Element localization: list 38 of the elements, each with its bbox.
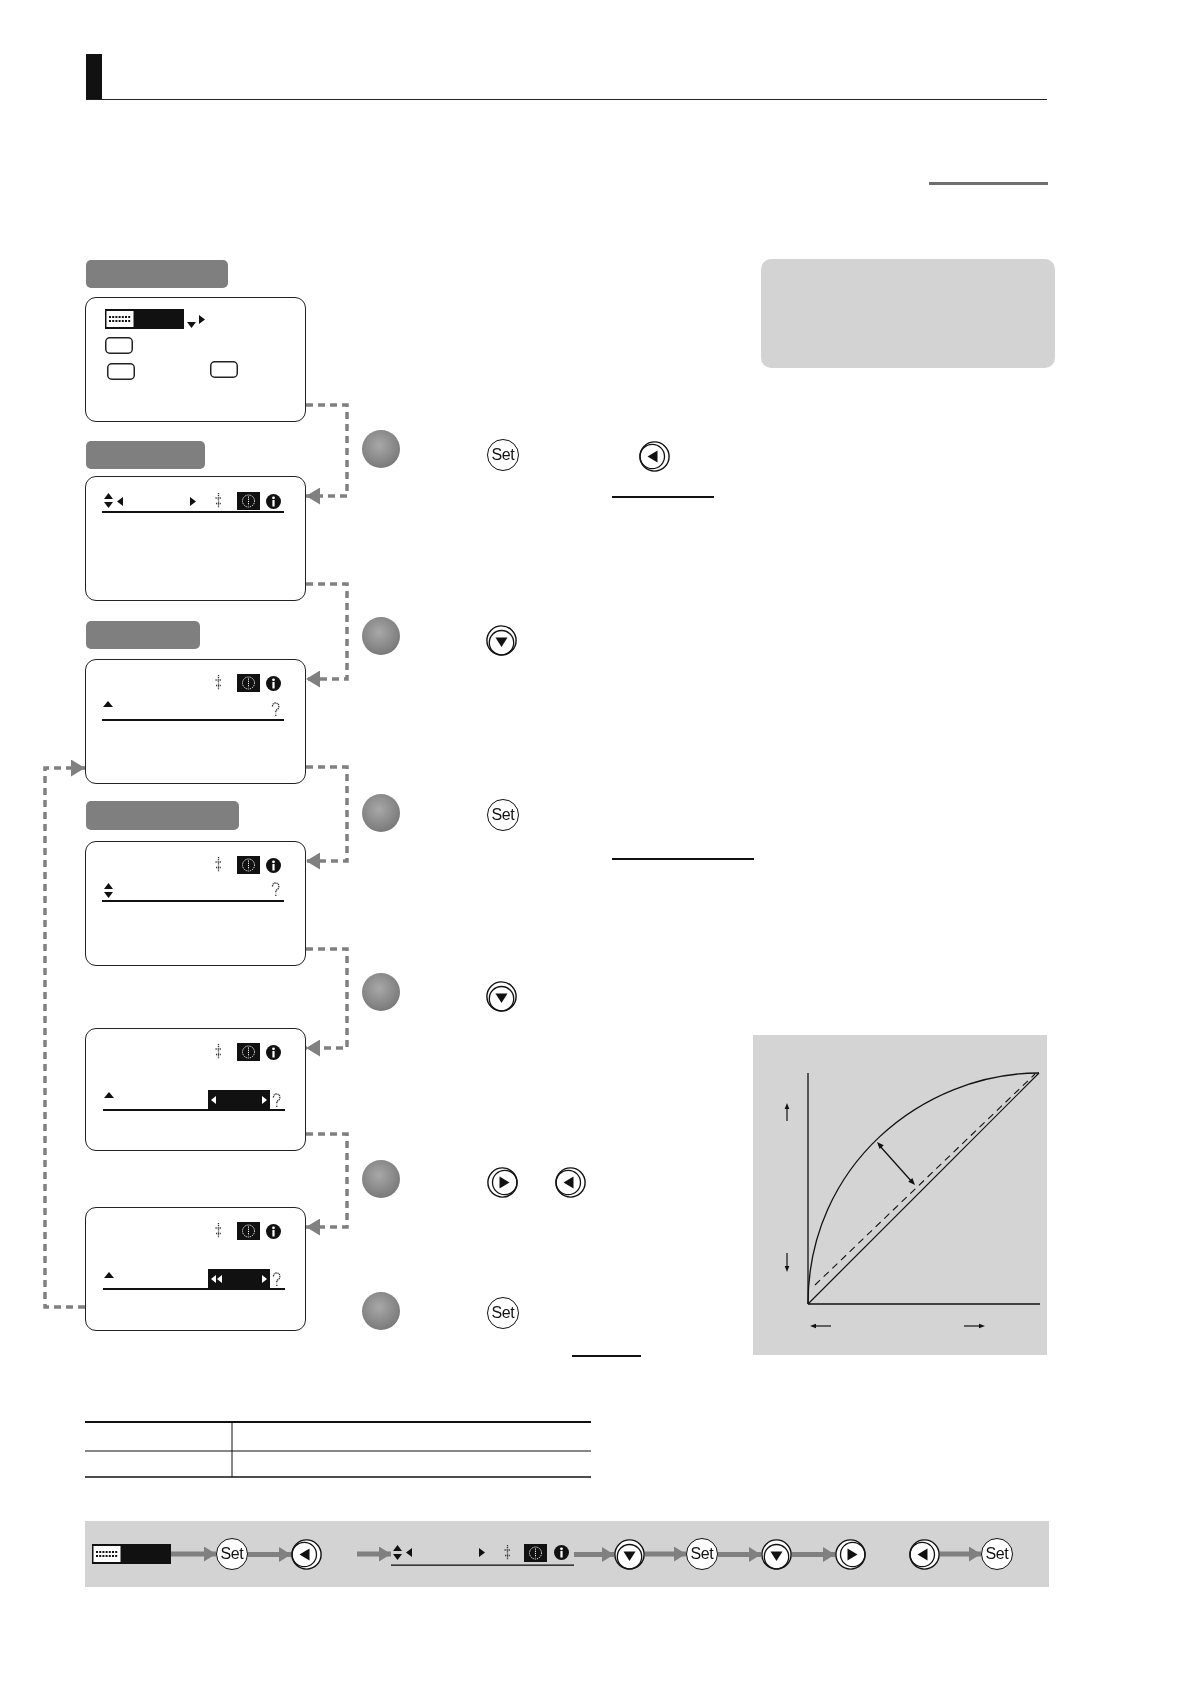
round-button: Set xyxy=(487,439,519,471)
arrow xyxy=(248,1547,291,1562)
lcd-screen xyxy=(85,841,306,966)
display-line-drawing xyxy=(391,1541,574,1567)
arrow xyxy=(357,1546,391,1562)
dashed-arrow xyxy=(43,759,85,1309)
down-button-icon xyxy=(761,1539,792,1570)
down-button-icon xyxy=(614,1539,645,1570)
arrow xyxy=(792,1547,835,1562)
heading-tab xyxy=(86,441,205,469)
left-button-icon xyxy=(291,1539,322,1570)
arrow xyxy=(574,1547,614,1562)
round-button: Set xyxy=(981,1538,1013,1570)
dashed-arrow xyxy=(306,947,349,1057)
menu-bar-icon xyxy=(92,1544,171,1564)
lcd-screen xyxy=(85,1028,306,1151)
dashed-arrow xyxy=(306,403,349,505)
lcd-screen xyxy=(85,297,306,422)
round-button: Set xyxy=(216,1538,248,1570)
heading-tab xyxy=(86,801,239,830)
round-button: Set xyxy=(686,1538,718,1570)
right-button-icon xyxy=(835,1539,866,1570)
dashed-arrow xyxy=(306,582,349,688)
left-button-icon xyxy=(909,1539,940,1570)
arrow xyxy=(645,1546,686,1562)
lcd-screen xyxy=(85,1207,306,1331)
arrow xyxy=(940,1546,981,1562)
strip-panel xyxy=(85,1521,1049,1587)
dashed-arrow xyxy=(306,765,349,870)
lcd-screen xyxy=(85,476,306,601)
dashed-arrow xyxy=(306,1132,349,1236)
lcd-screen xyxy=(85,659,306,784)
round-button: Set xyxy=(487,1297,519,1329)
arrow xyxy=(718,1547,761,1562)
round-button: Set xyxy=(487,799,519,831)
arrow xyxy=(171,1546,216,1562)
heading-tab xyxy=(86,260,228,288)
heading-tab xyxy=(86,621,200,649)
